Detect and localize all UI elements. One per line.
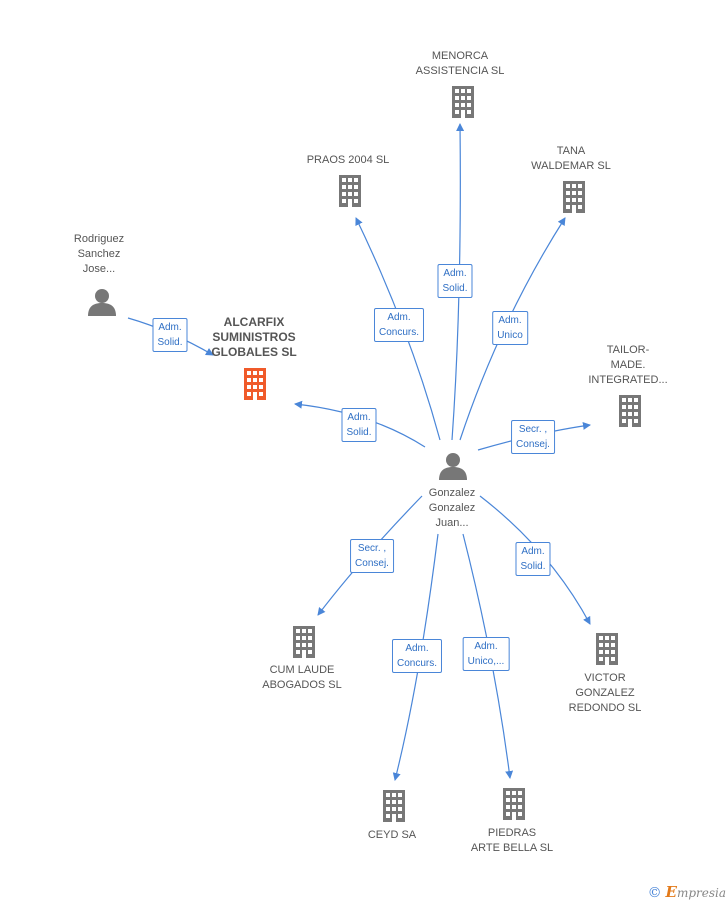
node-label-piedras[interactable]: PIEDRAS ARTE BELLA SL [470, 827, 554, 854]
node-label-victor[interactable]: VICTOR GONZALEZ REDONDO SL [568, 672, 642, 714]
node-label-alcarfix[interactable]: ALCARFIX SUMINISTROS GLOBALES SL [211, 315, 297, 359]
edge-label-gonzalez-ceyd: Adm. Concurs. [391, 639, 443, 673]
edge-label-gonzalez-menorca: Adm. Solid. [437, 264, 473, 298]
building-icon[interactable] [383, 790, 405, 822]
edge-label-gonzalez-tailor: Secr. , Consej. [511, 420, 555, 454]
building-icon[interactable] [293, 626, 315, 658]
building-icon[interactable] [452, 86, 474, 118]
edge-label-gonzalez-tana: Adm. Unico [492, 311, 528, 345]
edge-label-rodriguez-alcarfix: Adm. Solid. [152, 318, 188, 352]
edge-label-gonzalez-alcarfix: Adm. Solid. [341, 408, 377, 442]
edge-label-gonzalez-piedras: Adm. Unico,... [462, 637, 510, 671]
node-label-rodriguez[interactable]: Rodriguez Sanchez Jose... [73, 233, 125, 275]
node-label-tana[interactable]: TANA WALDEMAR SL [531, 145, 611, 172]
edge-label-gonzalez-cum: Secr. , Consej. [350, 539, 394, 573]
edge-label-gonzalez-praos: Adm. Concurs. [373, 308, 425, 342]
node-label-cum[interactable]: CUM LAUDE ABOGADOS SL [262, 664, 342, 691]
building-icon[interactable] [596, 633, 618, 665]
person-icon[interactable] [439, 453, 467, 480]
brand-name: mpresia [676, 886, 726, 900]
person-icon[interactable] [88, 289, 116, 316]
building-icon[interactable] [563, 181, 585, 213]
copyright-icon: © [647, 885, 662, 901]
building-icon[interactable] [503, 788, 525, 820]
empresia-logo: © Empresia [648, 883, 726, 901]
node-label-praos[interactable]: PRAOS 2004 SL [306, 154, 390, 166]
node-label-ceyd[interactable]: CEYD SA [367, 829, 417, 841]
brand-initial: E [665, 883, 677, 901]
building-icon[interactable] [339, 175, 361, 207]
building-icon[interactable] [619, 395, 641, 427]
node-label-gonzalez[interactable]: Gonzalez Gonzalez Juan... [428, 487, 476, 529]
building-icon[interactable] [244, 368, 266, 400]
node-label-tailor[interactable]: TAILOR- MADE. INTEGRATED... [588, 344, 668, 386]
node-label-menorca[interactable]: MENORCA ASSISTENCIA SL [415, 50, 505, 77]
edge-label-gonzalez-victor: Adm. Solid. [515, 542, 551, 576]
